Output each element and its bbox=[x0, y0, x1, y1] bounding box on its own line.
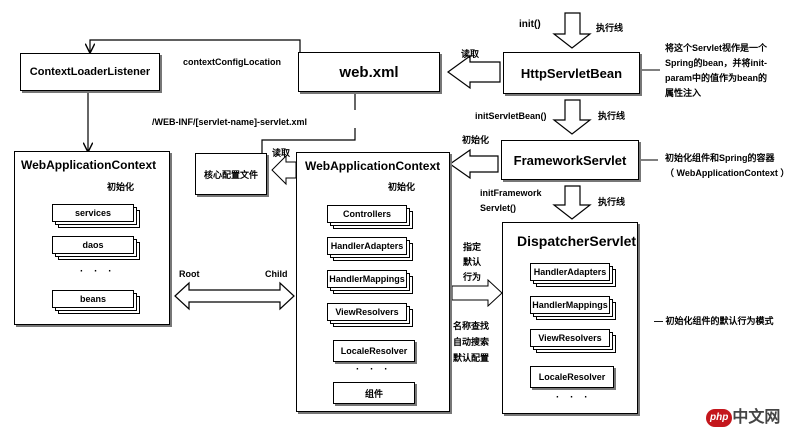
core-config-file-label: 核心配置文件 bbox=[203, 169, 258, 180]
http-servlet-bean-label: HttpServletBean bbox=[520, 65, 623, 81]
child-label: Child bbox=[265, 269, 288, 279]
disp-locale-resolver-label: LocaleResolver bbox=[538, 372, 606, 382]
exec-line-label-3: 执行线 bbox=[598, 197, 626, 207]
stack-services: services bbox=[52, 204, 140, 228]
component-box: 组件 bbox=[333, 382, 415, 404]
disp-stack-view-resolvers: ViewResolvers bbox=[530, 329, 616, 353]
stack-beans: beans bbox=[52, 290, 140, 314]
web-xml-label: web.xml bbox=[339, 63, 399, 81]
framework-servlet-note-1: 初始化组件和Spring的容器 bbox=[665, 153, 775, 163]
http-servlet-bean-note-2: Spring的bean，并将init- bbox=[665, 58, 767, 68]
exec-arrow-top bbox=[552, 12, 592, 49]
controllers-label: Controllers bbox=[327, 205, 407, 223]
child-context-title: WebApplicationContext bbox=[305, 159, 441, 173]
disp-handler-mappings-label: HandlerMappings bbox=[530, 296, 610, 314]
init-framework-servlet-label-2: Servlet() bbox=[480, 203, 517, 213]
init-framework-label: 初始化 bbox=[462, 135, 490, 145]
stack-controllers: Controllers bbox=[327, 205, 413, 229]
init-arrow-child-context bbox=[448, 148, 499, 180]
framework-servlet-box: FrameworkServlet bbox=[501, 140, 639, 180]
framework-servlet-note-2: （ WebApplicationContext ） bbox=[665, 168, 790, 178]
exec-line-label-1: 执行线 bbox=[596, 23, 624, 33]
read-arrow-webxml bbox=[446, 54, 501, 90]
daos-label: daos bbox=[52, 236, 134, 254]
locale-resolver-child: LocaleResolver bbox=[333, 340, 415, 362]
lookup-label-1: 名称查找 bbox=[453, 321, 490, 331]
specify-label-3: 行为 bbox=[463, 272, 482, 282]
root-dots: · · · bbox=[80, 266, 116, 277]
root-label: Root bbox=[179, 269, 200, 279]
stack-handler-mappings: HandlerMappings bbox=[327, 270, 413, 294]
init-child-label: 初始化 bbox=[388, 182, 416, 192]
http-servlet-bean-box: HttpServletBean bbox=[503, 52, 640, 94]
init-root-label: 初始化 bbox=[107, 182, 135, 192]
context-config-location-label: contextConfigLocation bbox=[183, 57, 281, 67]
locale-resolver-label: LocaleResolver bbox=[340, 346, 408, 356]
init-label: init() bbox=[519, 19, 541, 30]
handler-adapters-label: HandlerAdapters bbox=[327, 237, 407, 255]
init-framework-servlet-label-1: initFramework bbox=[480, 188, 542, 198]
read-label-1: 读取 bbox=[461, 49, 480, 59]
http-servlet-bean-note-3: param中的值作为bean的 bbox=[665, 73, 768, 83]
specify-label-2: 默认 bbox=[463, 257, 482, 267]
dispatcher-servlet-title: DispatcherServlet bbox=[517, 233, 637, 249]
lookup-label-3: 默认配置 bbox=[453, 353, 490, 363]
read-arrow-config bbox=[271, 154, 297, 186]
disp-view-resolvers-label: ViewResolvers bbox=[530, 329, 610, 347]
context-loader-listener-box: ContextLoaderListener bbox=[20, 53, 160, 91]
handler-mappings-label: HandlerMappings bbox=[327, 270, 407, 288]
stack-daos: daos bbox=[52, 236, 140, 260]
dispatcher-note: — 初始化组件的默认行为模式 bbox=[654, 316, 774, 326]
beans-label: beans bbox=[52, 290, 134, 308]
web-inf-path-label: /WEB-INF/[servlet-name]-servlet.xml bbox=[152, 117, 308, 127]
framework-servlet-label: FrameworkServlet bbox=[513, 152, 627, 168]
root-context-title: WebApplicationContext bbox=[21, 158, 157, 172]
core-config-file-box: 核心配置文件 bbox=[195, 153, 267, 195]
lookup-label-2: 自动搜索 bbox=[453, 337, 490, 347]
context-loader-listener-label: ContextLoaderListener bbox=[29, 66, 151, 78]
http-servlet-bean-note-4: 属性注入 bbox=[665, 88, 702, 98]
exec-line-label-2: 执行线 bbox=[598, 111, 626, 121]
watermark-badge: php bbox=[706, 408, 733, 427]
component-label: 组件 bbox=[364, 388, 383, 399]
disp-stack-handler-adapters: HandlerAdapters bbox=[530, 263, 616, 287]
arrow-to-dispatcher bbox=[451, 278, 503, 308]
disp-locale-resolver: LocaleResolver bbox=[530, 366, 614, 388]
http-servlet-bean-note-1: 将这个Servlet视作是一个 bbox=[665, 43, 768, 53]
read-label-2: 读取 bbox=[272, 148, 291, 158]
init-servlet-bean-label: initServletBean() bbox=[475, 111, 547, 121]
exec-arrow-2 bbox=[552, 99, 592, 135]
stack-handler-adapters: HandlerAdapters bbox=[327, 237, 413, 261]
dispatcher-dots: · · · bbox=[556, 392, 592, 403]
root-child-double-arrow bbox=[174, 281, 295, 311]
web-xml-box: web.xml bbox=[298, 52, 440, 92]
exec-arrow-3 bbox=[552, 185, 592, 220]
services-label: services bbox=[52, 204, 134, 222]
disp-handler-adapters-label: HandlerAdapters bbox=[530, 263, 610, 281]
view-resolvers-label: ViewResolvers bbox=[327, 303, 407, 321]
disp-stack-handler-mappings: HandlerMappings bbox=[530, 296, 616, 320]
watermark-text: 中文网 bbox=[732, 409, 781, 426]
specify-label-1: 指定 bbox=[463, 242, 482, 252]
stack-view-resolvers: ViewResolvers bbox=[327, 303, 413, 327]
child-dots: · · · bbox=[356, 364, 392, 375]
